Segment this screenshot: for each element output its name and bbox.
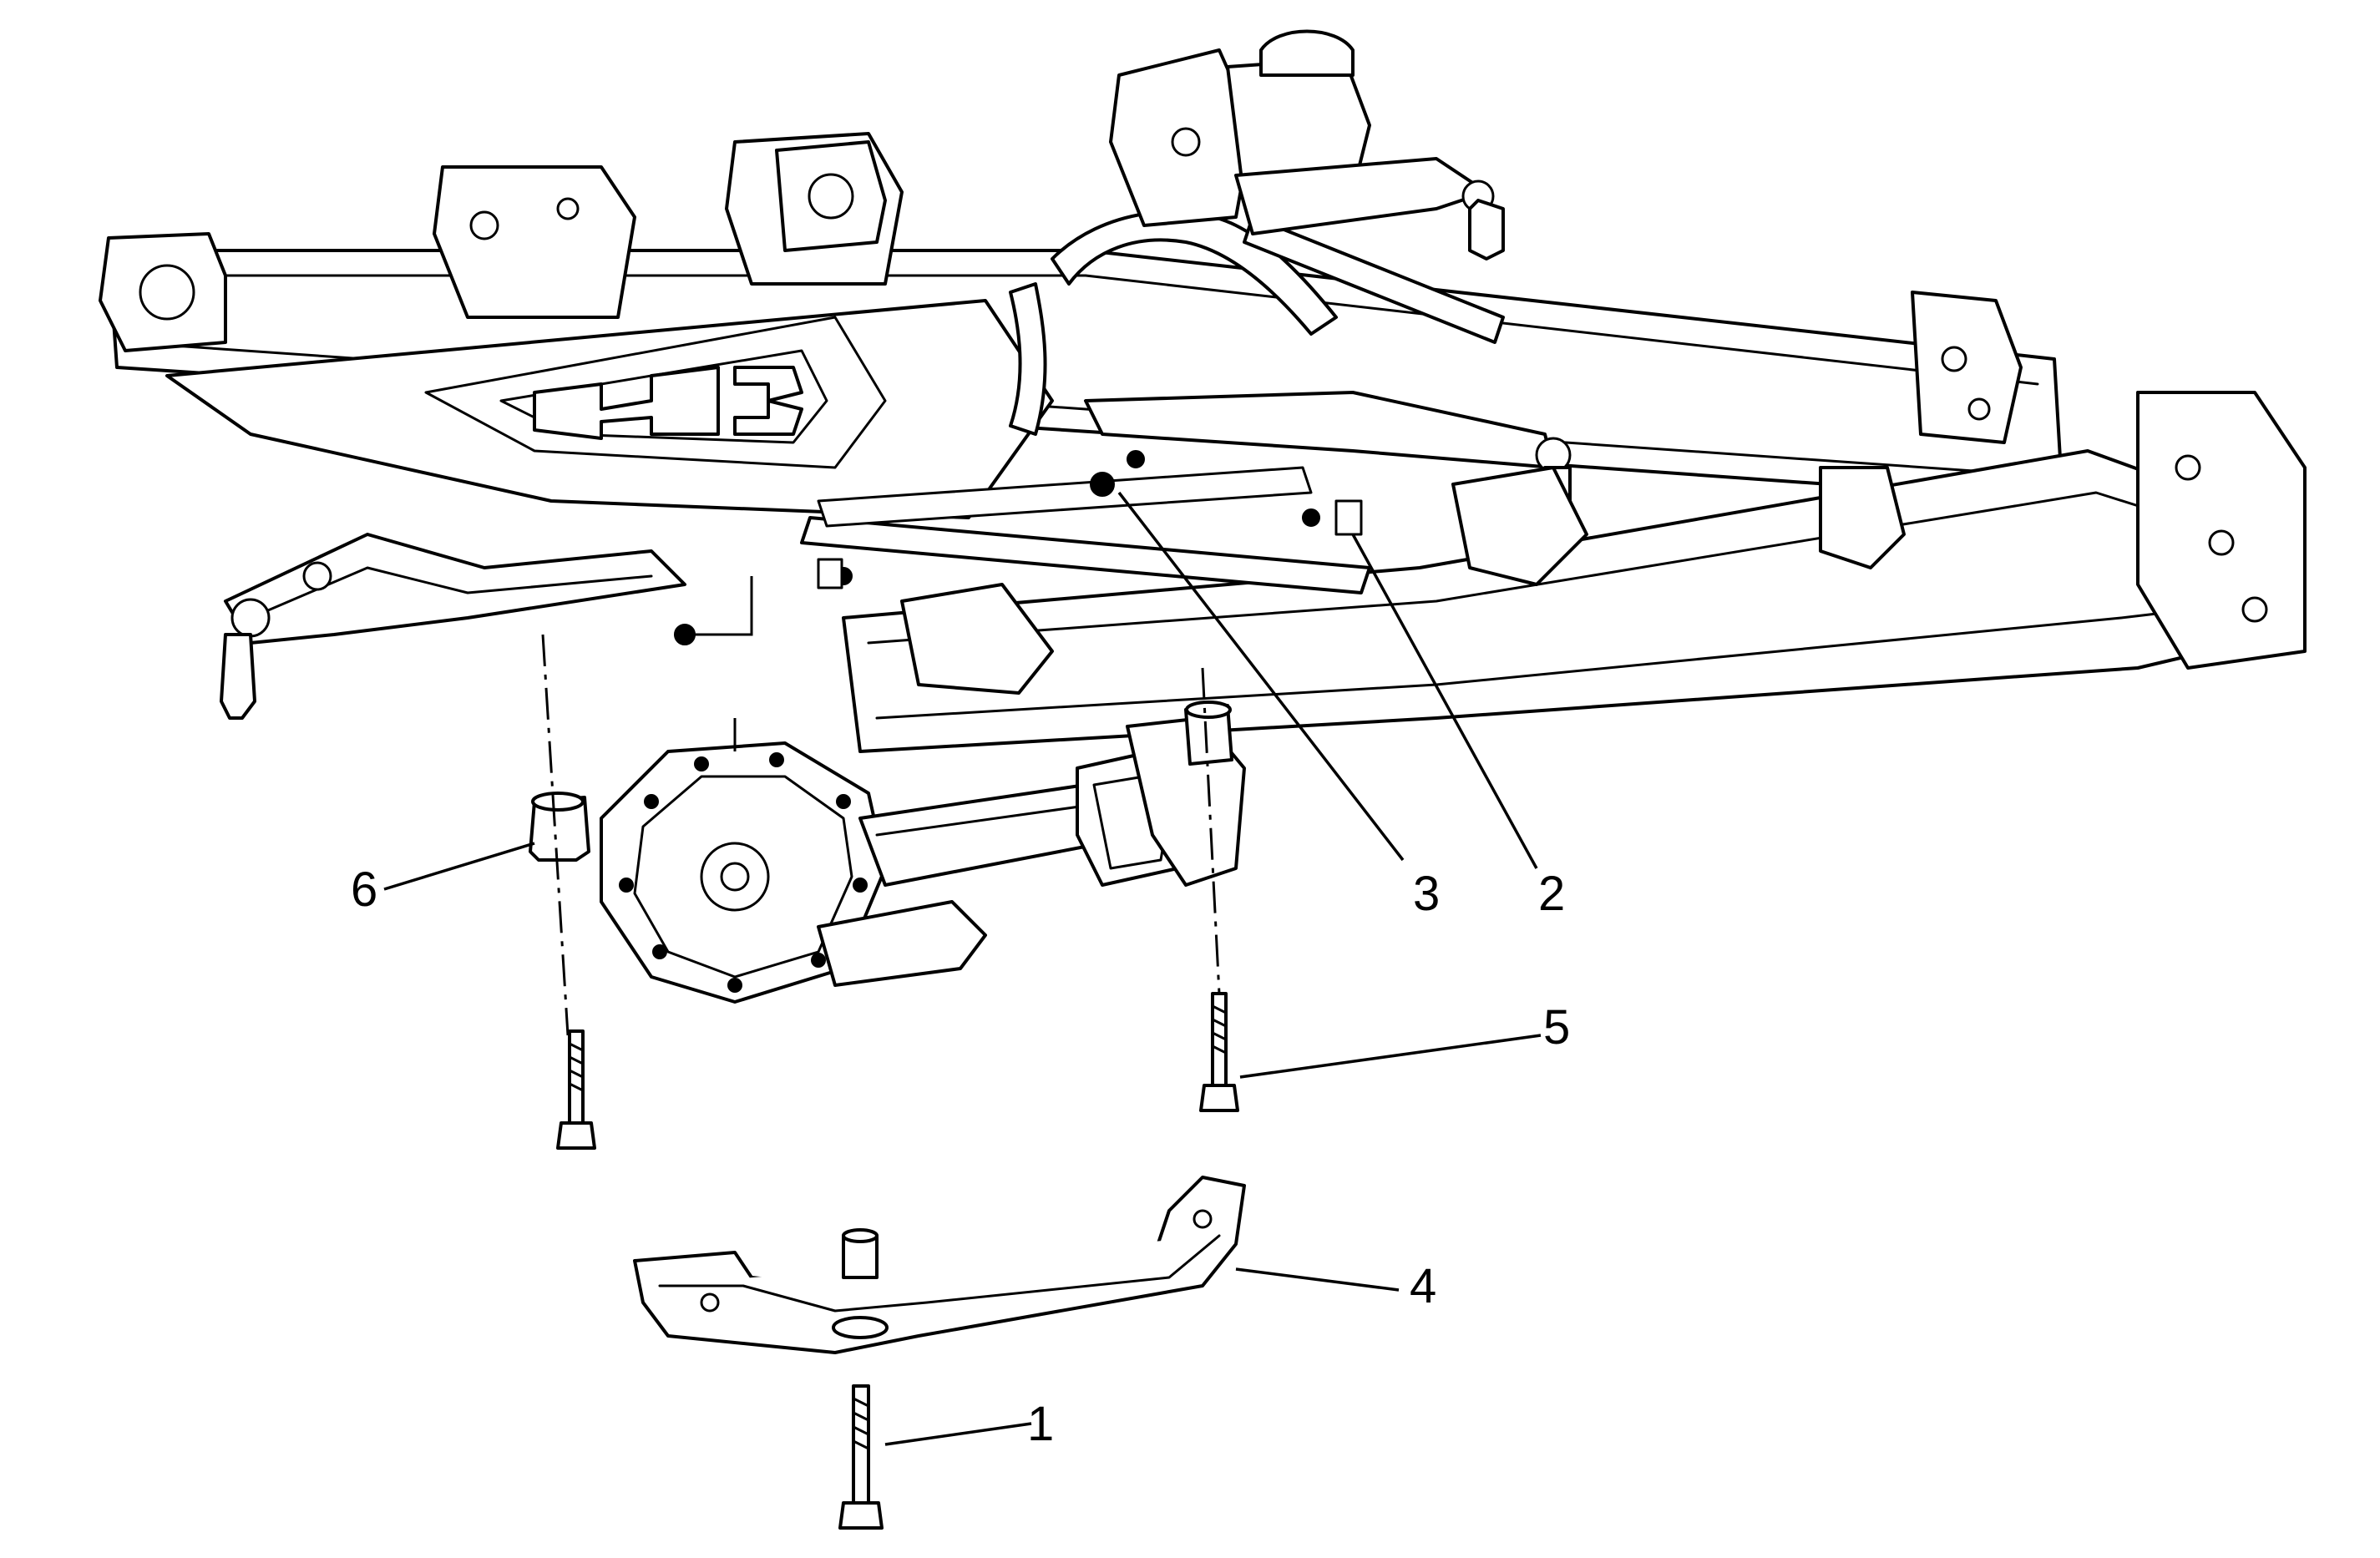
callout-6: 6: [351, 862, 377, 917]
front-differential: [529, 701, 1246, 1004]
alignment-lines: [541, 576, 1221, 1036]
callout-1: 1: [1027, 1397, 1054, 1451]
callout-3: 3: [1413, 867, 1440, 921]
callout-2: 2: [1538, 867, 1565, 921]
leader-2: [1351, 534, 1538, 869]
leader-3: [1117, 491, 1405, 862]
callout-labels: 1 2 3 4 5 6: [351, 862, 1570, 1451]
differential-crossmember: [633, 1176, 1246, 1354]
callout-leaders: [383, 491, 1542, 1446]
callout-4: 4: [1410, 1259, 1436, 1313]
crossmember-bolt: [838, 1384, 884, 1530]
differential-mount-bolt-left: [556, 1029, 596, 1150]
leader-5: [1239, 1034, 1542, 1079]
h3-logo: [499, 349, 828, 444]
differential-mount-bolt-right: [1199, 992, 1239, 1112]
frame-assembly: [99, 29, 2307, 753]
leader-4: [1235, 1267, 1400, 1292]
leader-1: [884, 1422, 1032, 1446]
leader-6: [383, 842, 535, 891]
callout-5: 5: [1543, 1000, 1570, 1055]
